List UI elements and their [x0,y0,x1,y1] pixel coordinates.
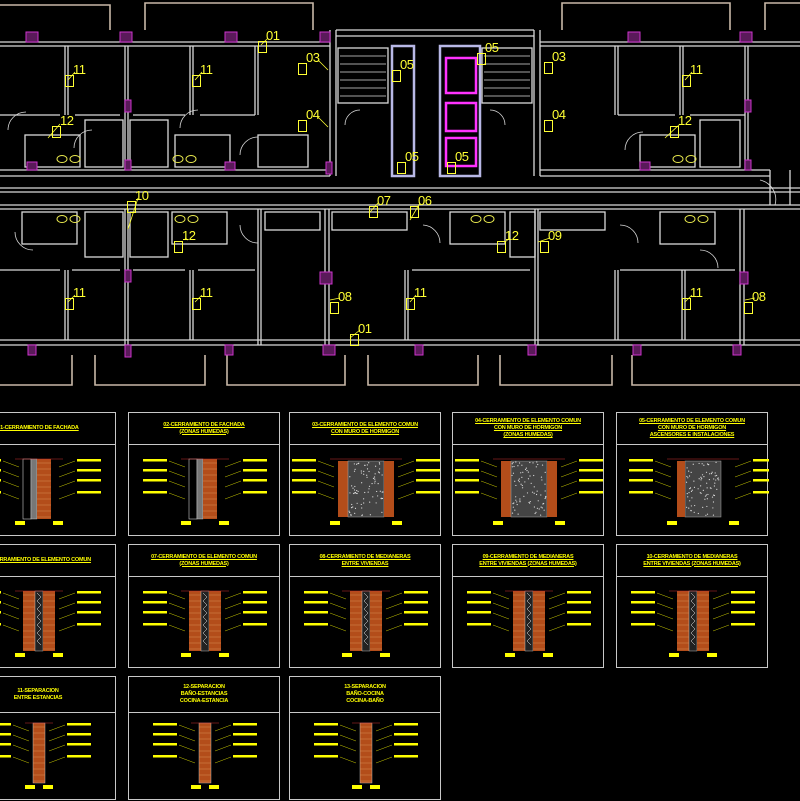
detail-panel-d08[interactable]: 08-CERRAMIENTO DE MEDIANERASENTRE VIVIEN… [289,544,441,668]
tag-marker-icon [192,298,201,310]
tag-marker-icon [477,53,486,65]
wall-type-tag[interactable]: 01 [266,29,279,42]
detail-panel-d02[interactable]: 02-CERRAMIENTO DE FACHADA(ZONAS HUMEDAS) [128,412,280,536]
wall-type-tag[interactable]: 12 [182,229,195,242]
wall-type-tag[interactable]: 05 [405,150,418,163]
tag-marker-icon [406,298,415,310]
detail-panel-d05[interactable]: 05-CERRAMIENTO DE ELEMENTO COMUNCON MURO… [616,412,768,536]
wall-section-drawing [617,545,769,669]
wall-type-tag[interactable]: 12 [505,229,518,242]
wall-type-tag[interactable]: 11 [414,286,427,299]
wall-section-drawing [0,413,117,537]
wall-type-tag[interactable]: 11 [200,286,213,299]
wall-section-drawing [129,413,281,537]
wall-type-tag[interactable]: 03 [306,51,319,64]
tag-marker-icon [65,298,74,310]
wall-section-drawing [290,545,442,669]
wall-type-tag[interactable]: 08 [752,290,765,303]
detail-panel-d12[interactable]: 12-SEPARACIONBAÑO-ESTANCIASCOCINA-ESTANC… [128,676,280,800]
tag-marker-icon [397,162,406,174]
tag-marker-icon [682,298,691,310]
detail-panel-d06[interactable]: 06-CERRAMIENTO DE ELEMENTO COMUN [0,544,116,668]
tag-marker-icon [497,241,506,253]
wall-type-tag[interactable]: 12 [678,114,691,127]
tag-marker-icon [670,126,679,138]
tag-marker-icon [298,63,307,75]
tag-marker-icon [544,62,553,74]
wall-type-tag[interactable]: 10 [135,189,148,202]
tag-marker-icon [540,241,549,253]
wall-type-tag[interactable]: 12 [60,114,73,127]
wall-type-tag[interactable]: 11 [200,63,213,76]
tag-marker-icon [330,302,339,314]
wall-section-drawing [453,413,605,537]
detail-panel-d10[interactable]: 10-CERRAMIENTO DE MEDIANERASENTRE VIVIEN… [616,544,768,668]
wall-type-tag[interactable]: 11 [73,286,86,299]
detail-panel-d13[interactable]: 13-SEPARACIONBAÑO-COCINACOCINA-BAÑO [289,676,441,800]
tag-marker-icon [127,201,136,213]
tag-marker-icon [544,120,553,132]
wall-type-tag[interactable]: 08 [338,290,351,303]
detail-panel-d03[interactable]: 03-CERRAMIENTO DE ELEMENTO COMUNCON MURO… [289,412,441,536]
tag-marker-icon [174,241,183,253]
wall-section-drawing [0,677,117,801]
tag-marker-icon [65,75,74,87]
wall-type-tag[interactable]: 05 [400,58,413,71]
detail-panel-d01[interactable]: 01-CERRAMIENTO DE FACHADA [0,412,116,536]
wall-type-tag[interactable]: 06 [418,194,431,207]
wall-type-tag[interactable]: 07 [377,194,390,207]
tag-marker-icon [369,206,378,218]
tag-marker-icon [298,120,307,132]
wall-type-tag[interactable]: 04 [306,108,319,121]
tag-marker-icon [52,126,61,138]
wall-type-tag[interactable]: 01 [358,322,371,335]
wall-type-tag[interactable]: 09 [548,229,561,242]
detail-panel-d11[interactable]: 11-SEPARACIONENTRE ESTANCIAS [0,676,116,800]
wall-type-tag[interactable]: 05 [455,150,468,163]
tag-marker-icon [744,302,753,314]
wall-type-tag[interactable]: 11 [690,63,703,76]
wall-section-drawing [453,545,605,669]
wall-type-tag[interactable]: 11 [690,286,703,299]
tag-marker-icon [192,75,201,87]
detail-panel-d07[interactable]: 07-CERRAMIENTO DE ELEMENTO COMUN(ZONAS H… [128,544,280,668]
detail-panel-d04[interactable]: 04-CERRAMIENTO DE ELEMENTO COMUNCON MURO… [452,412,604,536]
wall-type-tag[interactable]: 11 [73,63,86,76]
tag-marker-icon [392,70,401,82]
wall-section-drawing [129,677,281,801]
wall-type-tag[interactable]: 05 [485,41,498,54]
tag-marker-icon [258,41,267,53]
tag-marker-icon [447,162,456,174]
tag-marker-icon [410,206,419,218]
wall-section-drawing [290,413,442,537]
tag-marker-icon [682,75,691,87]
wall-section-drawing [0,545,117,669]
wall-section-drawing [290,677,442,801]
detail-panel-d09[interactable]: 09-CERRAMIENTO DE MEDIANERASENTRE VIVIEN… [452,544,604,668]
tag-marker-icon [350,334,359,346]
wall-type-tag[interactable]: 03 [552,50,565,63]
wall-type-tag[interactable]: 04 [552,108,565,121]
wall-section-drawing [129,545,281,669]
wall-section-drawing [617,413,769,537]
